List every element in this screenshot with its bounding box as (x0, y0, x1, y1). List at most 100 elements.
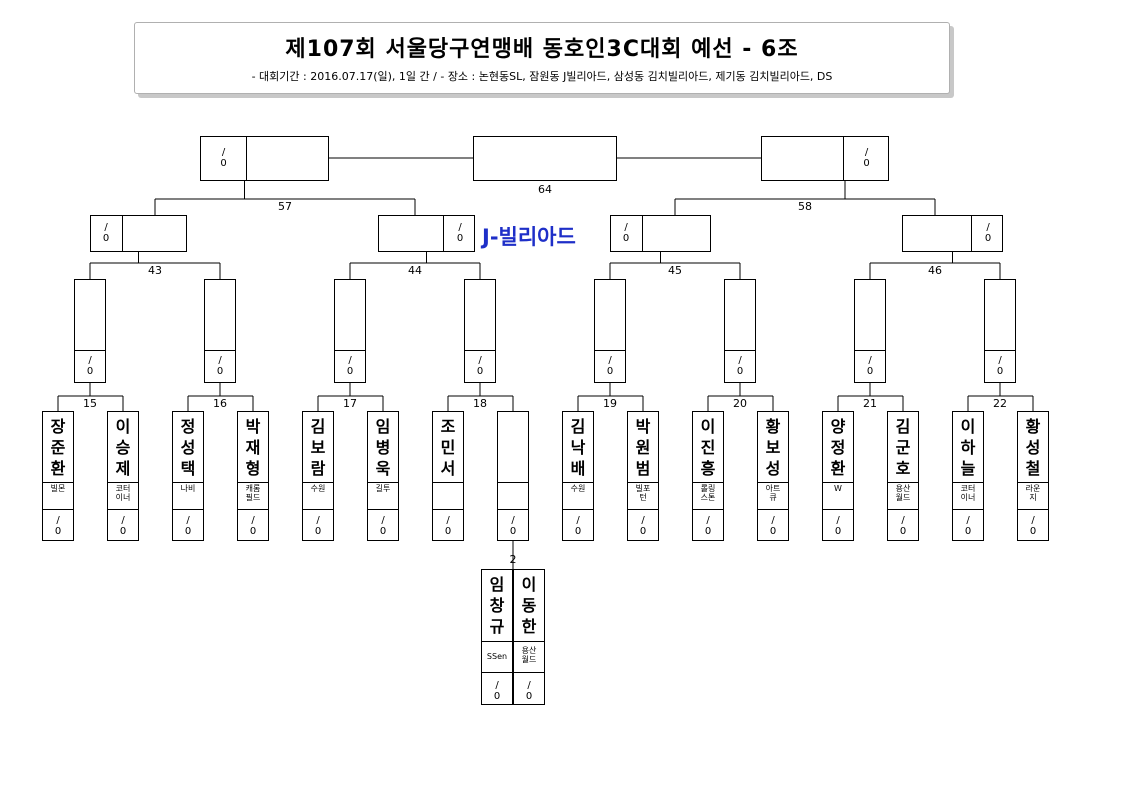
player-name: 이 동 한 (521, 575, 537, 636)
match-number: 17 (343, 397, 357, 410)
divider (498, 482, 528, 483)
r2-score: /0 (476, 355, 484, 377)
r3-score: /0 (622, 222, 630, 244)
match-number: 43 (148, 264, 162, 277)
match-number: 16 (213, 397, 227, 410)
divider (725, 350, 755, 351)
player-score: /0 (574, 515, 582, 537)
player-name: 김 낙 배 (570, 417, 586, 478)
r2-score: /0 (606, 355, 614, 377)
divider (122, 216, 123, 251)
divider (514, 672, 544, 673)
header-panel: 제107회 서울당구연맹배 동호인3C대회 예선 - 6조 - 대회기간 : 2… (134, 22, 950, 94)
player-club: SSen (486, 652, 508, 661)
divider (443, 216, 444, 251)
divider (75, 350, 105, 351)
semi-left-slot: /0 (200, 136, 329, 181)
player-club: 나비 (180, 484, 196, 493)
player-club: 코터 이너 (960, 484, 976, 502)
match-number: 19 (603, 397, 617, 410)
r3-slot-1: /0 (378, 215, 475, 252)
r2-score: /0 (996, 355, 1004, 377)
player-score: /0 (899, 515, 907, 537)
r2-slot-3: /0 (464, 279, 496, 383)
divider (205, 350, 235, 351)
player-score: /0 (314, 515, 322, 537)
semi-right-score: /0 (863, 147, 870, 169)
player-name: 박 재 형 (245, 417, 261, 478)
player-name: 양 정 환 (830, 417, 846, 478)
divider (303, 509, 333, 510)
divider (1018, 509, 1048, 510)
r3-score: /0 (456, 222, 464, 244)
match-number: 44 (408, 264, 422, 277)
player-score: /0 (509, 515, 517, 537)
divider (953, 482, 983, 483)
divider (108, 509, 138, 510)
r2-score: /0 (866, 355, 874, 377)
player-score: /0 (964, 515, 972, 537)
divider (985, 350, 1015, 351)
divider (758, 509, 788, 510)
divider (1018, 482, 1048, 483)
divider (303, 482, 333, 483)
semi-left-score: /0 (220, 147, 227, 169)
r2-score: /0 (736, 355, 744, 377)
divider (823, 482, 853, 483)
divider (888, 482, 918, 483)
divider (628, 482, 658, 483)
player-name: 황 보 성 (765, 417, 781, 478)
r3-slot-0: /0 (90, 215, 187, 252)
player-score: /0 (493, 680, 501, 702)
match-number: 45 (668, 264, 682, 277)
r3-slot-2: /0 (610, 215, 711, 252)
player-club: 라운 지 (1025, 484, 1041, 502)
player-name: 이 진 흥 (700, 417, 716, 478)
divider (368, 482, 398, 483)
divider (433, 509, 463, 510)
player-card-7: /0 (497, 411, 529, 541)
match-number: 20 (733, 397, 747, 410)
player-name: 김 군 호 (895, 417, 911, 478)
divider (238, 482, 268, 483)
player-score: /0 (184, 515, 192, 537)
divider (563, 482, 593, 483)
divider (628, 509, 658, 510)
venue-label: J-빌리아드 (482, 225, 576, 249)
match-number: 22 (993, 397, 1007, 410)
r2-score: /0 (86, 355, 94, 377)
player-name: 임 병 욱 (375, 417, 391, 478)
player-score: /0 (249, 515, 257, 537)
divider (693, 509, 723, 510)
player-name: 임 창 규 (489, 575, 505, 636)
divider (971, 216, 972, 251)
player-club: 코터 이너 (115, 484, 131, 502)
player-name: 이 하 늘 (960, 417, 976, 478)
player-score: /0 (704, 515, 712, 537)
player-score: /0 (1029, 515, 1037, 537)
player-score: /0 (834, 515, 842, 537)
match-number: 57 (278, 200, 292, 213)
player-name: 조 민 서 (440, 417, 456, 478)
divider (368, 509, 398, 510)
r2-slot-2: /0 (334, 279, 366, 383)
event-info: - 대회기간 : 2016.07.17(일), 1일 간 / - 장소 : 논현… (251, 70, 833, 83)
player-club: 아트 큐 (765, 484, 781, 502)
divider (482, 672, 512, 673)
player-club: 용산 월드 (521, 646, 537, 664)
player-name: 이 승 제 (115, 417, 131, 478)
player-name: 황 성 철 (1025, 417, 1041, 478)
